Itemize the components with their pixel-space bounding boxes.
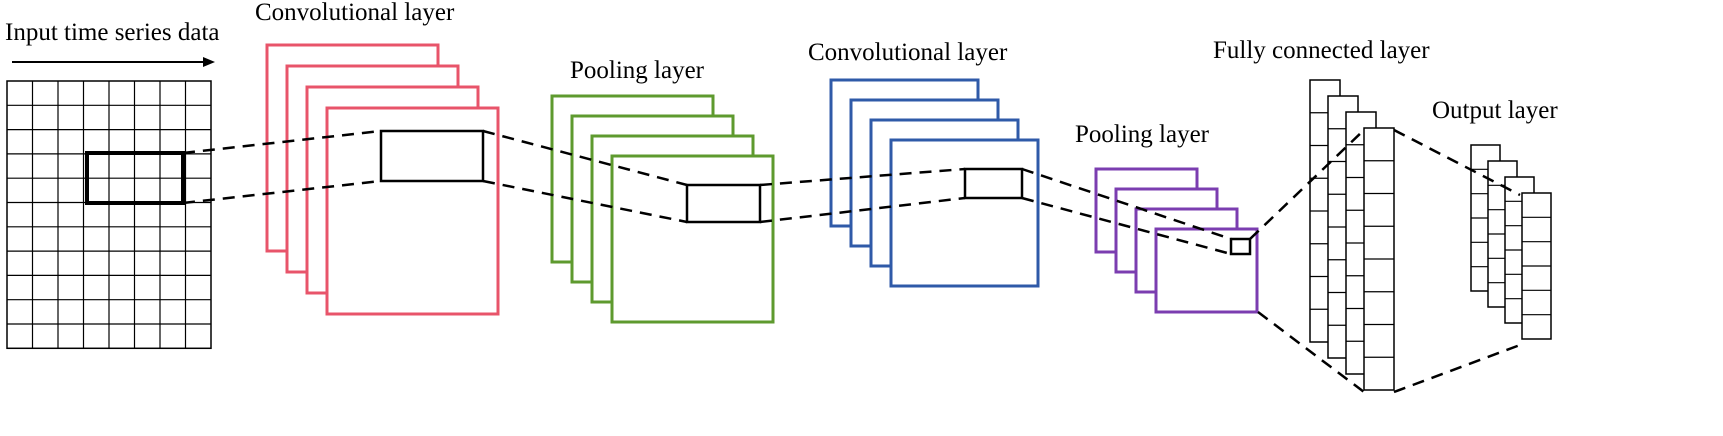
conv2-label: Convolutional layer [808,39,1008,66]
conv2-feature-maps [829,78,1040,288]
input-arrow [12,57,215,67]
pool2-window-box [1229,237,1252,256]
pool1-label: Pooling layer [570,57,705,84]
pool1-window-box [685,183,762,224]
pool1-feature-map [610,154,775,324]
conv1-feature-map [325,106,500,316]
dashed-connectors [182,128,1521,394]
fully-connected-columns [1309,79,1395,391]
output-label: Output layer [1432,97,1558,124]
receptive-field-boxes [85,129,1252,256]
input-label: Input time series data [5,19,220,46]
pool1-feature-maps [550,94,775,324]
conv1-window-box [379,129,485,183]
input-window-box [85,151,185,205]
pool2-label: Pooling layer [1075,121,1210,148]
conv1-label: Convolutional layer [255,0,455,26]
output-columns [1470,144,1552,340]
conv1-feature-maps [265,43,500,316]
pool2-feature-map [1154,227,1259,314]
fc-label: Fully connected layer [1213,37,1430,64]
input-grid [6,80,212,350]
conv2-feature-map [889,138,1040,288]
conv2-window-box [963,167,1024,200]
